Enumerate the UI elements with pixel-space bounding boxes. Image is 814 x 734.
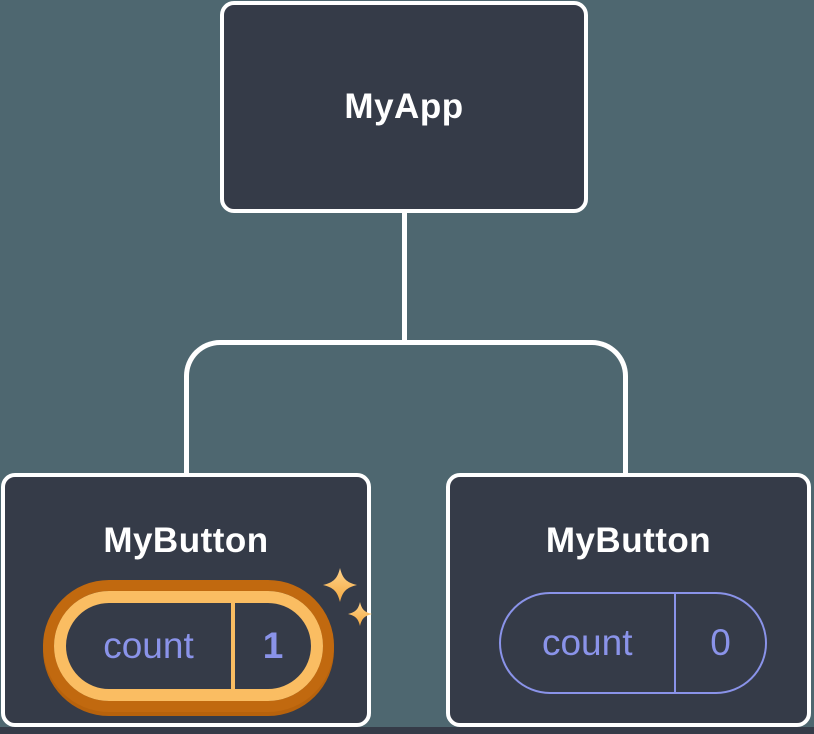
cropped-node-edge (0, 727, 814, 734)
tree-connector-branches (184, 340, 628, 473)
state-value: 0 (710, 622, 731, 663)
component-label: MyApp (344, 87, 464, 126)
state-pill-highlighted: count 1 (54, 591, 323, 701)
component-label: MyButton (545, 521, 712, 560)
component-label: MyButton (103, 521, 269, 560)
sparkles-icon (323, 568, 372, 626)
pill-divider (673, 594, 676, 692)
component-node-child-right: MyButton count 0 (446, 473, 811, 727)
component-node-child-left: MyButton count 1 (1, 473, 372, 727)
tree-connector-stem (402, 211, 407, 345)
state-key-label: count (541, 622, 633, 663)
state-value: 1 (262, 625, 284, 666)
state-pill: count 0 (499, 592, 767, 694)
pill-divider (231, 603, 235, 689)
component-node-root: MyApp (220, 1, 588, 213)
state-key-label: count (103, 625, 194, 666)
